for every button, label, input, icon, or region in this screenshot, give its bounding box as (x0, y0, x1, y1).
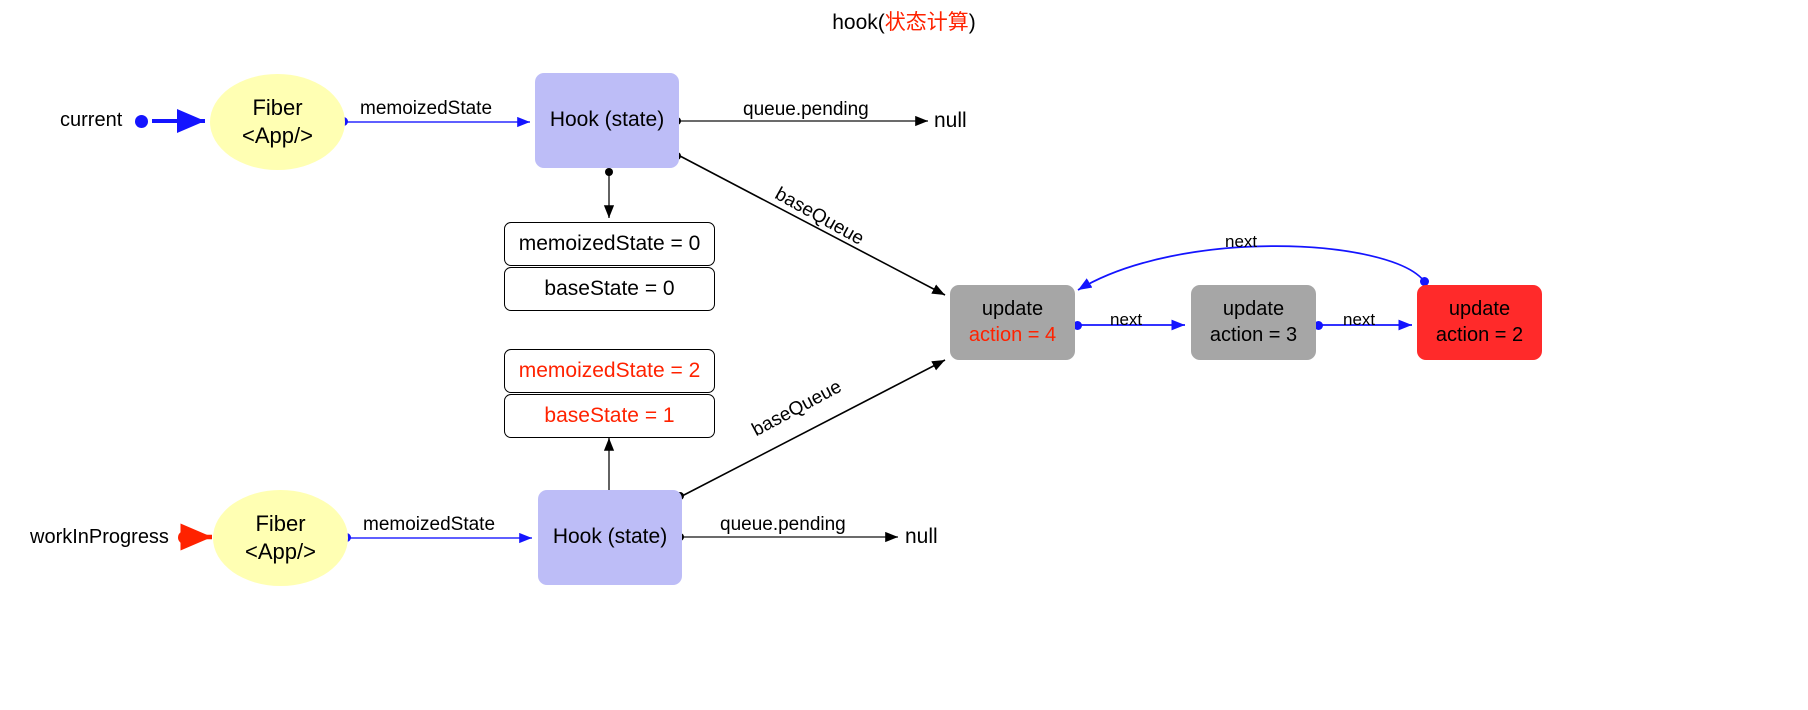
edge-next-loop (1077, 245, 1425, 291)
label-memoizedstate-top: memoizedState (360, 98, 493, 119)
update-title: update (1222, 297, 1285, 320)
current-label: current (60, 109, 123, 131)
hook-wip-label: Hook (state) (552, 525, 668, 549)
null-bottom: null (905, 525, 938, 548)
title-suffix: ) (968, 11, 976, 34)
state-row-value: baseState = 0 (544, 277, 675, 300)
fiber-current-line2: <App/> (242, 123, 313, 148)
update-node-action-3[interactable]: update action = 3 (1191, 285, 1316, 360)
label-next-1: next (1110, 310, 1143, 329)
table-row: baseState = 0 (504, 267, 715, 311)
update-action: action = 4 (968, 323, 1057, 346)
hook-current-label: Hook (state) (549, 108, 665, 132)
label-next-loop: next (1225, 232, 1258, 251)
hook-top-state-dot (605, 168, 613, 176)
fiber-node-current[interactable]: Fiber <App/> (210, 74, 345, 170)
edge-basequeue-bottom (681, 359, 946, 497)
current-state-table: memoizedState = 0 baseState = 0 (504, 222, 715, 312)
title-chinese: 状态计算 (884, 11, 969, 34)
update-title: update (1448, 297, 1511, 320)
update3-next-dot (1314, 321, 1323, 330)
update2-next-dot (1420, 277, 1429, 286)
current-source-dot (135, 115, 148, 128)
workinprogress-label: workInProgress (30, 526, 169, 548)
label-basequeue-top: baseQueue (771, 183, 868, 250)
update-action: action = 3 (1209, 323, 1298, 346)
update-title: update (981, 297, 1044, 320)
update-node-action-4[interactable]: update action = 4 (950, 285, 1075, 360)
label-basequeue-bottom: baseQueue (748, 376, 846, 441)
table-row: memoizedState = 0 (504, 222, 715, 266)
null-top: null (934, 109, 967, 132)
update4-next-dot (1073, 321, 1082, 330)
fiber-wip-line1: Fiber (255, 510, 306, 536)
state-row-value: memoizedState = 0 (518, 232, 701, 255)
page-title: hook(状态计算) (0, 6, 1808, 36)
label-memoizedstate-bottom: memoizedState (363, 514, 496, 535)
fiber-node-workinprogress[interactable]: Fiber <App/> (213, 490, 348, 586)
update-action: action = 2 (1435, 323, 1524, 346)
label-next-2: next (1343, 310, 1376, 329)
fiber-current-line1: Fiber (252, 94, 303, 120)
hook-node-workinprogress[interactable]: Hook (state) (538, 490, 682, 585)
label-queuepending-top: queue.pending (743, 99, 869, 120)
update-node-action-2[interactable]: update action = 2 (1417, 285, 1542, 360)
state-row-value: baseState = 1 (544, 404, 675, 427)
title-prefix: hook( (832, 11, 885, 34)
hook-node-current[interactable]: Hook (state) (535, 73, 679, 168)
label-queuepending-bottom: queue.pending (720, 514, 846, 535)
workinprogress-source-dot (178, 531, 191, 544)
workinprogress-state-table: memoizedState = 2 baseState = 1 (504, 349, 715, 439)
fiber-wip-line2: <App/> (245, 539, 316, 564)
state-row-value: memoizedState = 2 (518, 359, 701, 382)
table-row: baseState = 1 (504, 394, 715, 438)
table-row: memoizedState = 2 (504, 349, 715, 393)
